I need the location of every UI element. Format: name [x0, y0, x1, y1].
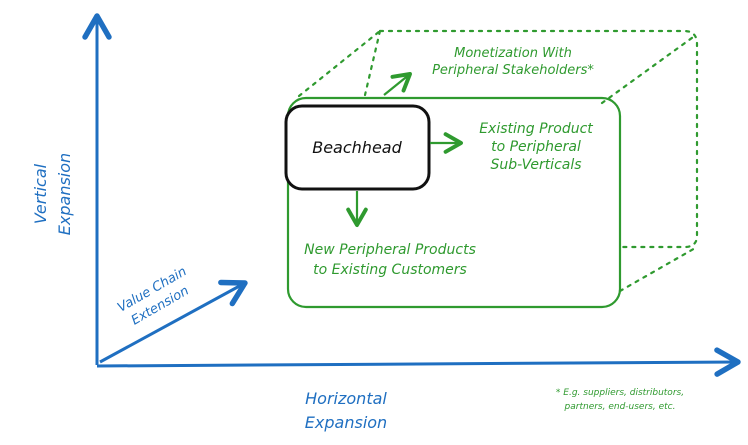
vertical-expansion-line-2: Expansion — [55, 153, 74, 235]
top-right-connector — [600, 33, 698, 105]
beachhead-box — [284, 104, 431, 191]
value-chain-arrow — [99, 279, 248, 364]
horizontal-expansion-line-2: Expansion — [305, 413, 387, 432]
existing-product-label-line-2: to Peripheral — [491, 139, 581, 155]
footnote-line-1: * E.g. suppliers, distributors, — [556, 388, 684, 398]
top-left-connector — [297, 29, 382, 98]
footnote-line-2: partners, end-users, etc. — [564, 402, 676, 412]
peripheral-box — [286, 96, 622, 309]
monetization-label-line-1: Monetization With — [454, 46, 572, 61]
existing-product-label-line-3: Sub-Verticals — [490, 157, 581, 173]
monetization-label-line-2: Peripheral Stakeholders* — [432, 63, 594, 78]
existing-product-label-line-1: Existing Product — [479, 121, 593, 137]
peripheral-cube — [286, 29, 699, 309]
monetization-arrow — [383, 72, 412, 96]
new-products-label-line-1: New Peripheral Products — [304, 242, 476, 258]
vertical-expansion-line-1: Vertical — [31, 163, 50, 224]
new-products-label-line-2: to Existing Customers — [313, 262, 467, 278]
beachhead-label: Beachhead — [312, 138, 402, 157]
back-left-dotted — [363, 29, 382, 97]
back-box-dotted — [378, 29, 699, 249]
horizontal-axis-arrow — [96, 347, 741, 377]
horizontal-expansion-line-1: Horizontal — [305, 389, 387, 408]
bottom-right-connector — [618, 245, 699, 293]
